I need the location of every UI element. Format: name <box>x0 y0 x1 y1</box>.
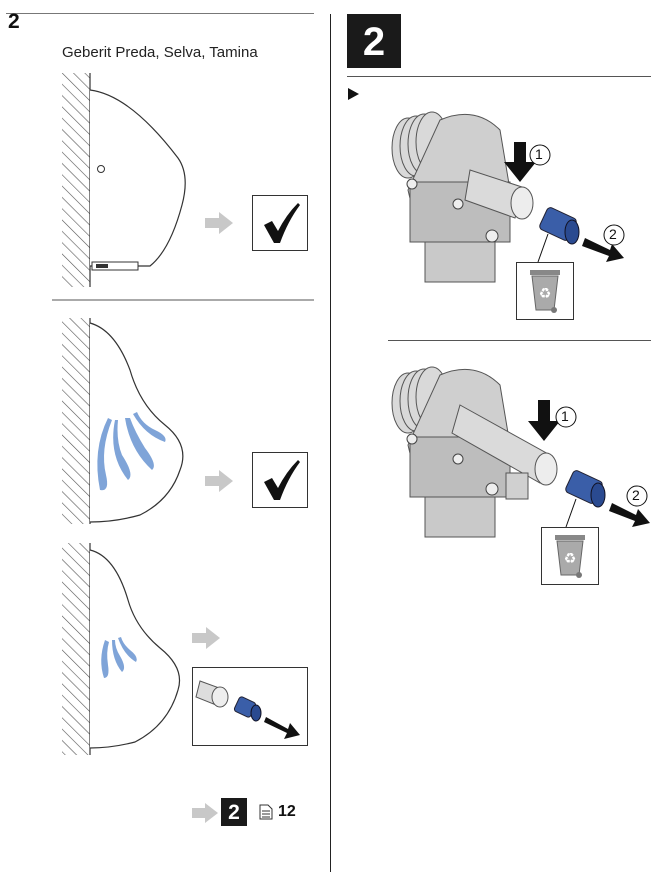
recycle-bin-icon: ♻ <box>541 527 599 585</box>
play-marker-icon <box>348 88 359 100</box>
footer-page-reference[interactable]: 12 <box>278 803 296 820</box>
check-icon <box>252 452 308 508</box>
arrow-right-icon <box>205 212 233 234</box>
svg-text:♻: ♻ <box>564 551 577 567</box>
callout-label-2: 2 <box>609 226 617 242</box>
footer-step-reference[interactable]: 2 <box>221 798 247 826</box>
column-divider <box>330 14 331 872</box>
step-number: 2 <box>8 10 20 33</box>
right-header-rule <box>347 76 651 77</box>
arrow-right-icon <box>192 803 218 823</box>
valve-illustration-1 <box>391 111 624 283</box>
right-section-rule <box>388 340 651 341</box>
check-icon <box>252 195 308 251</box>
svg-text:♻: ♻ <box>539 286 552 302</box>
arrow-right-icon <box>205 470 233 492</box>
callout-label-1: 1 <box>535 146 543 162</box>
product-names: Geberit Preda, Selva, Tamina <box>62 44 258 61</box>
callout-label-1b: 1 <box>561 408 569 424</box>
callout-circle-2 <box>603 224 625 246</box>
header-rule-left <box>6 13 314 14</box>
callout-label-2b: 2 <box>632 487 640 503</box>
callout-circle-1b <box>555 406 577 428</box>
recycle-bin-icon: ♻ <box>516 262 574 320</box>
valve-illustration-2 <box>391 366 650 538</box>
right-step-number: 2 <box>347 14 401 68</box>
cartridge-replacement-illustration <box>192 667 308 746</box>
arrow-right-icon <box>192 627 220 649</box>
document-icon <box>259 804 273 820</box>
callout-circle-1 <box>529 144 551 166</box>
callout-circle-2b <box>626 485 648 507</box>
